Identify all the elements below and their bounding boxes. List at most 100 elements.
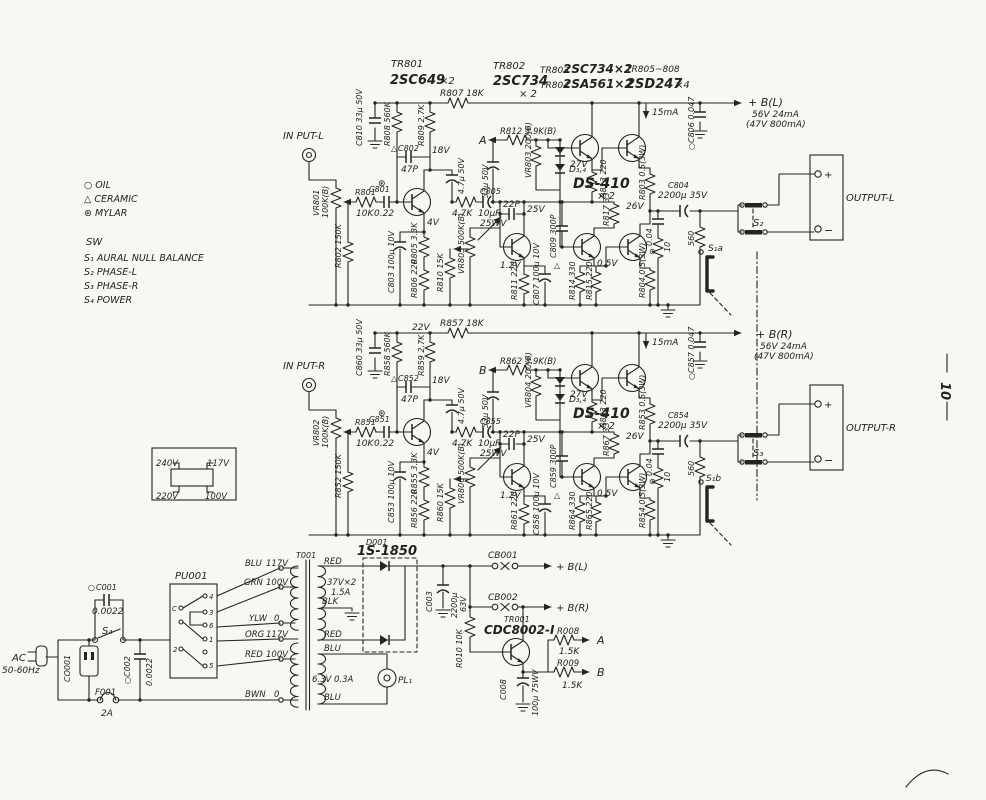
schematic-label: R809 2.7K [417,104,426,146]
schematic-label: 0.04 [645,458,654,476]
page-number: 10 [937,382,952,400]
schematic-label: R808 560K [383,101,392,146]
schematic-label: S₁a [708,244,723,254]
schematic-label: 56V 24mA [752,110,799,120]
schematic-label: ×2 [440,76,455,87]
schematic-label: × 2 [597,421,615,432]
schematic-label: 100μ 75WV [531,669,540,716]
schematic-label: ⊛ [649,477,656,486]
schematic-label: C801 [369,185,390,194]
schematic-label: R803 0.5(3W) [638,145,647,200]
schematic-label: RED [245,650,263,660]
schematic-label: R817 33 [602,192,611,226]
schematic-label: 2200μ 35V [658,421,708,431]
schematic-label: C852 [398,374,419,383]
legend-mylar: ⊛ MYLAR [84,208,127,219]
schematic-label: △ [391,374,398,383]
schematic-label: 10 [663,472,672,482]
schematic-label: ○C002 [123,656,132,684]
schematic-label: 26V [626,202,644,212]
schematic-label: 10K [356,439,374,449]
schematic-label: 27V [570,160,588,170]
channel-right-wiring [301,327,844,548]
schematic-label: R853 0.5(3W) [638,375,647,430]
rail-br-label: + B(R) [756,328,793,341]
schematic-label: R009 [557,659,579,669]
schematic-label: R805 3.3K [410,222,419,264]
schematic-label: 3 [209,609,213,617]
schematic-label: 560 [687,231,696,246]
schematic-label: 26V [626,432,644,442]
schematic-label: TR803 [540,66,569,76]
schematic-label: 37V×2 [327,578,356,588]
schematic-label: VR806 500K(B) [457,443,466,504]
schematic-label: 100V [205,492,228,502]
schematic-label: GRN [244,578,263,588]
output-l-label: OUTPUT-L [846,193,895,204]
schematic-label: (47V 800mA) [746,120,806,130]
schematic-label: C809 300P [549,214,558,258]
schematic-label: TR805~808 [626,65,680,75]
node-b-label: B [479,364,487,377]
schematic-label: 56V 24mA [760,342,807,352]
schematic-label: R807 18K [440,89,485,99]
schematic-label: C860 33μ 50V [355,319,364,376]
schematic-label: PL₁ [398,676,412,686]
schematic-label: 4.7K [452,439,473,449]
schematic-label: 10 [663,242,672,252]
schematic-label: 4V [427,218,440,228]
schematic-label: 0.5V [597,259,618,269]
schematic-label: ○C806 0.047 [687,96,696,150]
schematic-label: 18V [432,146,450,156]
legend-ceramic: △ CERAMIC [84,194,138,205]
schematic-label: C008 [499,679,508,700]
schematic-label: D₃,₄ [569,165,586,175]
legend-sw: SW [86,237,103,248]
schematic-label: C859 300P [549,444,558,488]
schematic-label: 0.0022 [145,658,154,686]
schematic-label: 220V [156,492,179,502]
schematic-label: C805 [480,187,501,196]
schematic-label: B [597,666,605,679]
schematic-label: R863 220 [599,389,608,428]
page-marks [756,251,949,788]
schematic-label: 0.0022 [92,607,124,617]
schematic-label: PU001 [175,571,207,582]
voltage-selector-legend [151,447,237,501]
schematic-label: CB002 [488,593,518,603]
schematic-label: R812 3.9K(B) [500,127,556,137]
junction-dots [334,101,702,307]
schematic-label: DS-410 [573,406,630,422]
schematic-label: 117V [207,459,230,469]
schematic-label: 0.22 [374,439,394,449]
legend-oil: ○ OIL [84,180,111,191]
schematic-label: A [596,634,605,647]
schematic-label: 6.3V 0.3A [312,675,354,685]
schematic-label: R813 220 [599,159,608,198]
schematic-label: ×4 [675,80,690,91]
schematic-label: 1S-1850 [357,544,417,559]
schematic-label: R856 220 [410,489,419,528]
schematic-label: 1 [209,636,213,644]
schematic-label: VR801 [312,190,321,216]
schematic-label: C851 [369,415,390,424]
schematic-label: × 2 [519,89,537,100]
schematic-label: R854 0.5(3W) [638,473,647,528]
schematic-label: R814 330 [568,261,577,300]
schematic-label: (47V 800mA) [754,352,814,362]
schematic-label: 240V [156,459,179,469]
schematic-label: T001 [296,551,316,560]
schematic-label: 4.7μ 50V [457,387,466,424]
schematic-label: R861 220 [510,491,519,530]
schematic-label: 27V [570,390,588,400]
schematic-label: R806 220 [410,259,419,298]
schematic-label: R804 0.5(3W) [638,243,647,298]
schematic-label: 100V [266,578,289,588]
schematic-label: RED [324,557,342,567]
schematic-label: C858 100μ 10V [532,473,541,535]
schematic-label: VR802 [312,420,321,446]
schematic-label: 0.22 [374,209,394,219]
